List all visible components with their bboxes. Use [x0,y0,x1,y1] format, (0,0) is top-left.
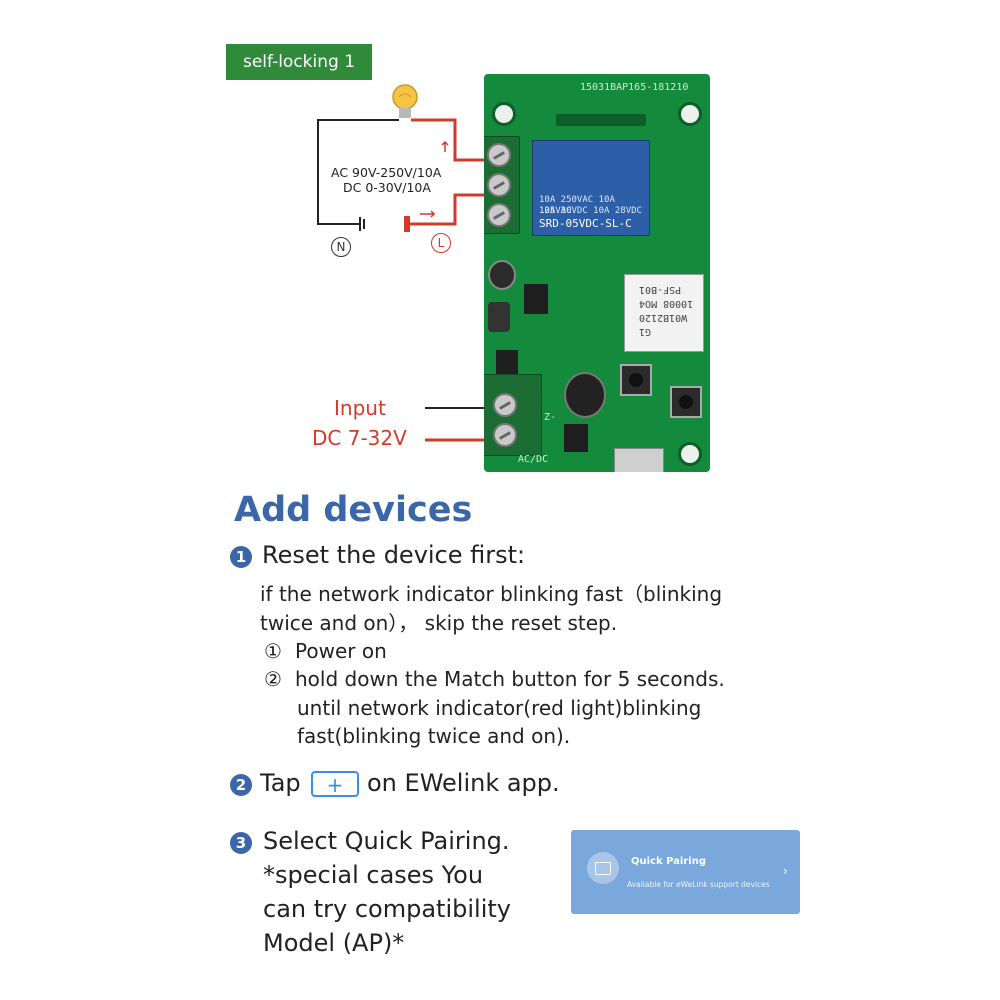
mount-hole [492,102,516,126]
quick-pairing-subtitle: Available for eWeLink support devices [627,880,770,889]
relay-board-image: 15031BAP165-181210 10A 250VAC 10A 125VAC… [484,74,710,472]
input-terminal-block [484,374,542,456]
spec-ac: AC 90V-250V/10A [331,165,442,180]
live-wire-bottom [410,193,500,226]
step-1-title: Reset the device first: [262,541,526,569]
step-3-line-1: Select Quick Pairing. [263,827,510,855]
usb-port [614,448,664,472]
step-1-line-2: twice and on）， skip the reset step. [260,611,618,635]
quick-pairing-title: Quick Pairing [631,856,706,867]
diode-chip [564,424,588,452]
relay-rating-1: 10A 250VAC 10A 125VAC [539,195,615,216]
mount-hole [678,442,702,466]
step-3-line-3: can try compatibility [263,895,511,923]
pcb-bottom-mark: AC/DC [518,454,549,465]
relay-rating-2: 10A 30VDC 10A 28VDC [539,206,642,216]
step-3-line-4: Model (AP)* [263,929,405,957]
electrolytic-capacitor [564,372,606,418]
substep-1-marker: ① [264,639,282,663]
substep-2-marker: ② [264,667,282,691]
regulator-chip [524,284,548,314]
module-label-2: 10008 MO4 [639,298,694,309]
step-1-line-1: if the network indicator blinking fast（b… [260,582,723,606]
screw-terminal [487,143,511,167]
module-label-4: G1 [639,326,652,337]
mount-hole [678,102,702,126]
step-2-tap: Tap [260,769,301,797]
live-wire-top [411,118,500,162]
pairing-icon [587,852,619,884]
neutral-terminal-icon: N [331,237,351,257]
substep-1-text: Power on [295,639,387,663]
pcb-silkscreen: 15031BAP165-181210 [580,82,689,93]
reset-button [670,386,702,418]
capacitor [488,260,516,290]
relay: 10A 250VAC 10A 125VAC 10A 30VDC 10A 28VD… [532,140,650,236]
screw-terminal [487,203,511,227]
wifi-module: PSF-B01 10008 MO4 W01B2120 G1 [624,274,704,352]
add-device-button: + [311,771,359,797]
substep-2-text: hold down the Match button for 5 seconds… [295,667,725,691]
pin-header [556,114,646,126]
quick-pairing-card: Quick Pairing Available for eWeLink supp… [571,830,800,914]
neutral-wire [317,119,399,225]
module-label-3: W01B2120 [639,312,688,323]
inductor [488,302,510,332]
live-terminal-icon: L [431,233,451,253]
relay-model: SRD-05VDC-SL-C [539,217,632,230]
input-voltage: DC 7-32V [312,426,407,450]
step-3-line-2: *special cases You [263,861,484,889]
screw-terminal [493,423,517,447]
input-label: Input [334,396,386,420]
ic-chip [496,350,518,376]
pcb-side-mark: Z- [544,412,557,423]
step-2-badge: 2 [230,774,252,796]
screw-terminal [487,173,511,197]
title-badge: self-locking 1 [226,44,372,80]
spec-dc: DC 0-30V/10A [343,180,431,195]
substep-2-line-3: fast(blinking twice and on). [297,724,571,748]
page-title: Add devices [234,490,473,530]
step-1-badge: 1 [230,546,252,568]
relay-terminal-block [484,136,520,234]
substep-2-line-2: until network indicator(red light)blinki… [297,696,702,720]
module-label-1: PSF-B01 [639,284,682,295]
step-2-text: on EWelink app. [367,769,560,797]
screw-terminal [493,393,517,417]
light-bulb-icon [392,84,418,118]
chevron-right-icon: › [783,864,788,878]
step-3-badge: 3 [230,832,252,854]
match-button [620,364,652,396]
